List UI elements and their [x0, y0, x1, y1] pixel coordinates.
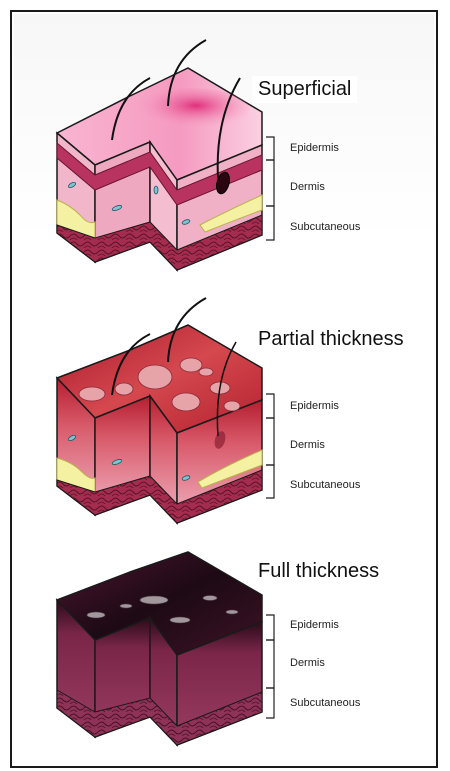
full-thickness-title: Full thickness [252, 558, 385, 585]
partial-thickness-title: Partial thickness [252, 326, 410, 353]
full-epidermis-label: Epidermis [290, 619, 339, 631]
partial-dermis-label: Dermis [290, 439, 325, 451]
partial-block [57, 298, 262, 523]
superficial-subcutaneous-label: Subcutaneous [290, 221, 360, 233]
partial-brackets [266, 394, 274, 498]
partial-subcutaneous-label: Subcutaneous [290, 479, 360, 491]
full-subcutaneous-label: Subcutaneous [290, 697, 360, 709]
full-brackets [266, 615, 274, 718]
superficial-epidermis-label: Epidermis [290, 142, 339, 154]
full-block [57, 552, 262, 745]
full-dermis-label: Dermis [290, 657, 325, 669]
superficial-block [57, 40, 262, 270]
superficial-title: Superficial [252, 76, 357, 103]
superficial-brackets [266, 137, 274, 240]
superficial-dermis-label: Dermis [290, 181, 325, 193]
partial-epidermis-label: Epidermis [290, 400, 339, 412]
